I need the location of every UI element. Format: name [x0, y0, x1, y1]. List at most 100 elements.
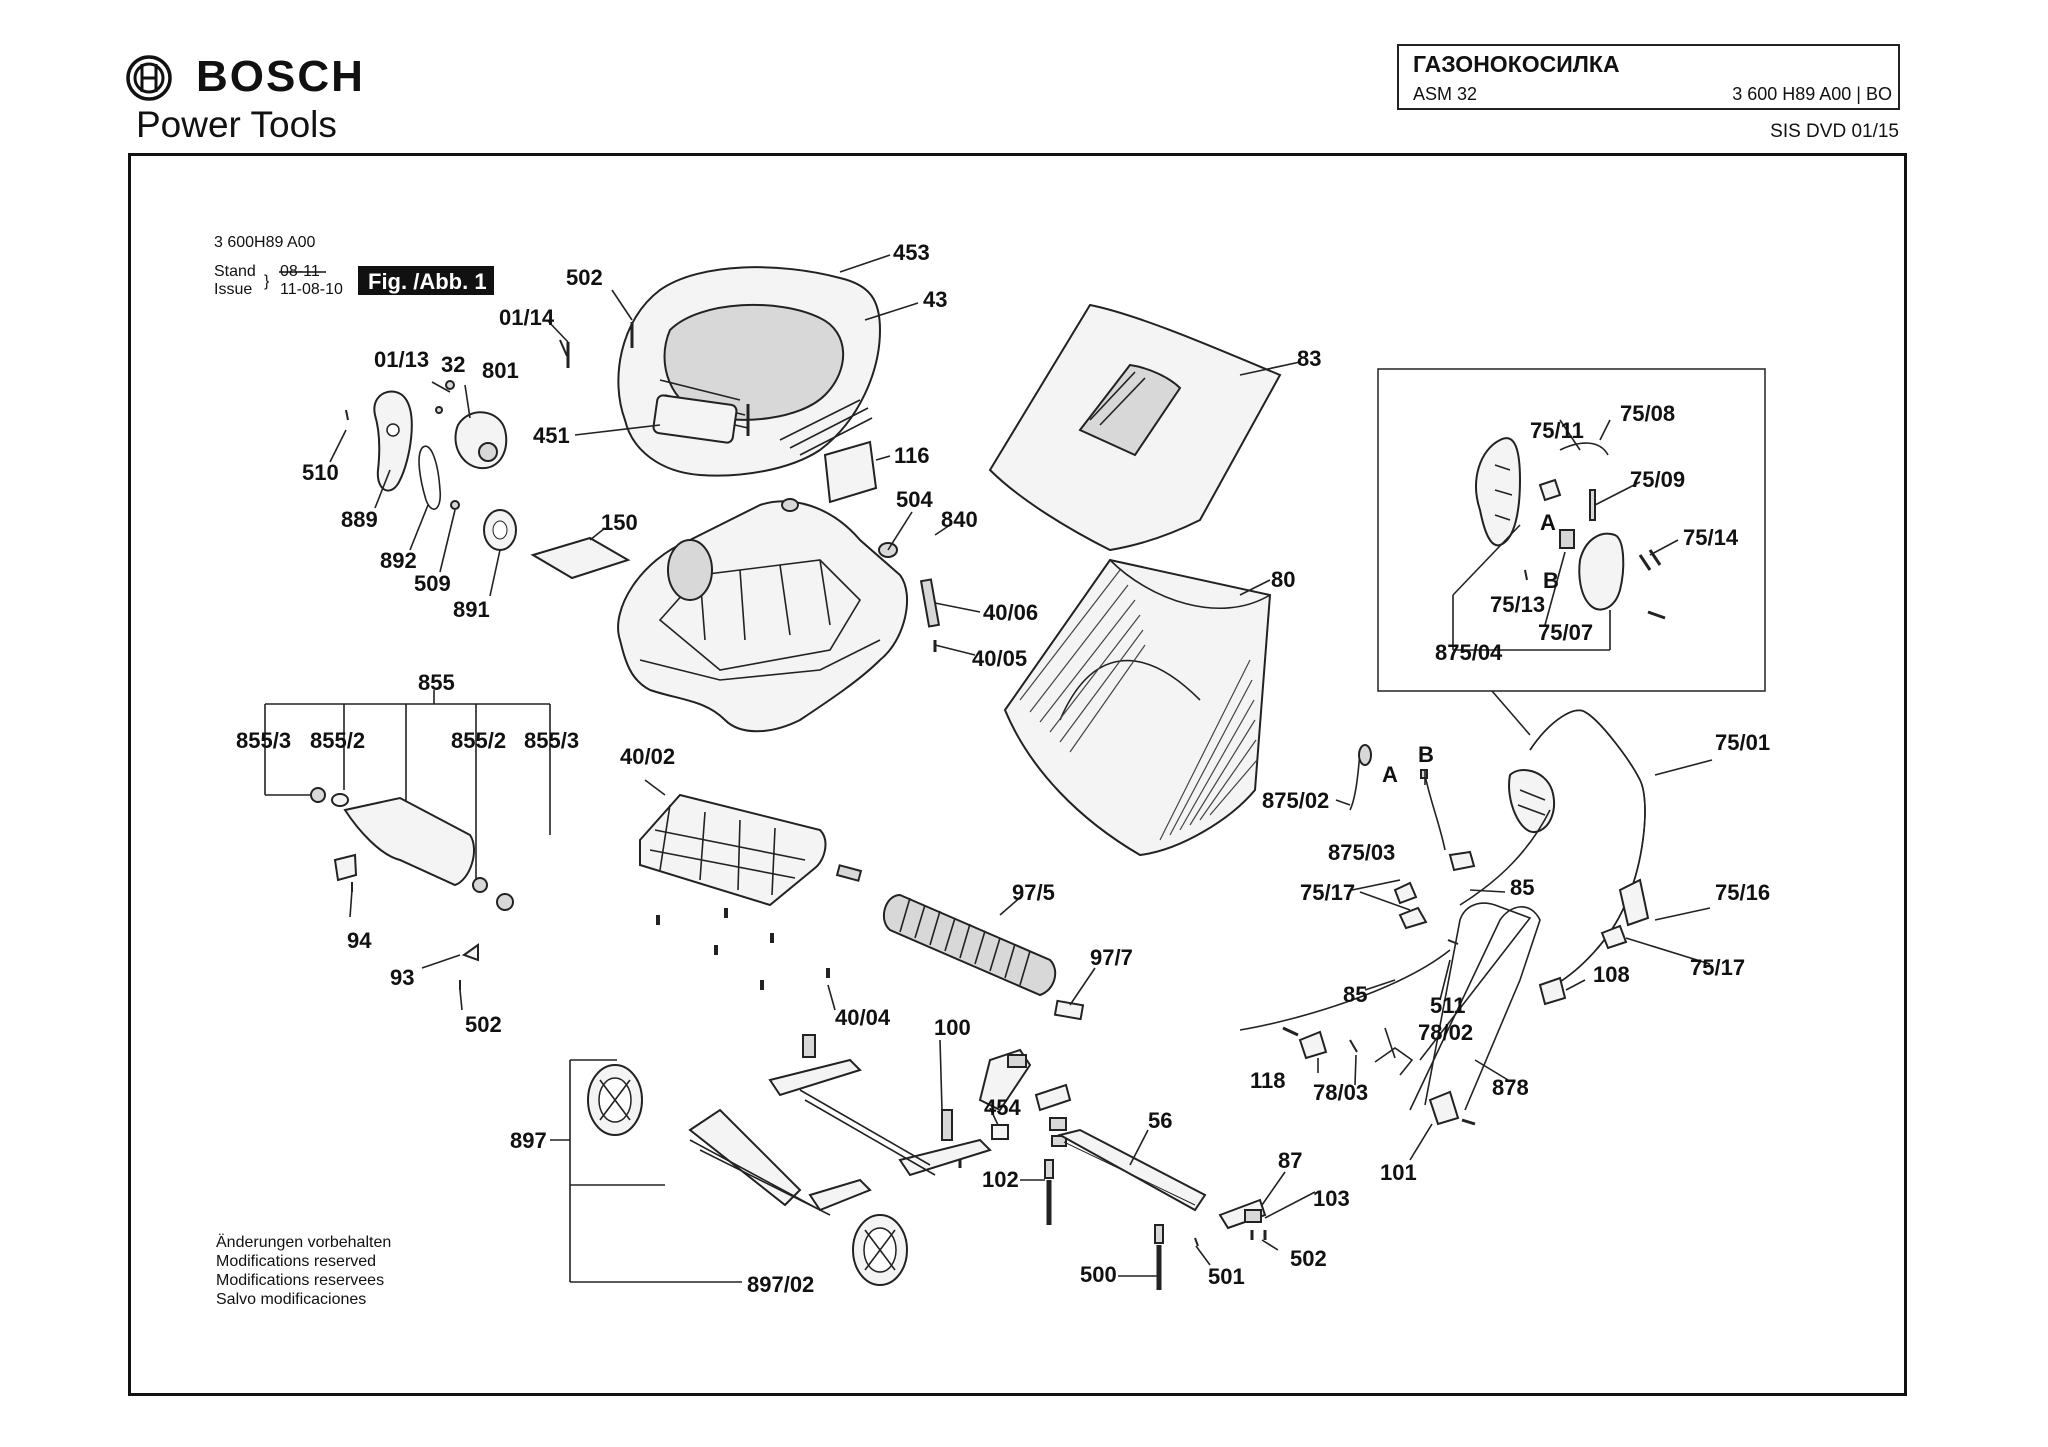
- callout-40-05: 40/05: [972, 646, 1027, 671]
- callout-01-14: 01/14: [499, 305, 555, 330]
- callout-150: 150: [601, 510, 638, 535]
- part-code: 3 600 H89 A00 | BO: [1732, 84, 1892, 104]
- callout-500: 500: [1080, 1262, 1117, 1287]
- drawing-number: 3 600H89 A00: [214, 234, 316, 251]
- grass-basket: [1003, 558, 1272, 857]
- handle-lower: [1409, 902, 1541, 1111]
- mower-housing: [617, 500, 908, 733]
- callout-75-17-left: 75/17: [1300, 880, 1355, 905]
- callout-80: 80: [1271, 567, 1295, 592]
- callout-labels: 453 43 502 01/14 01/13 32 801 451 510 88…: [236, 240, 1770, 1297]
- fig-label: Fig. /Abb. 1: [368, 269, 487, 294]
- bracket-56: [1057, 1128, 1207, 1212]
- callout-454: 454: [984, 1095, 1021, 1120]
- callout-103: 103: [1313, 1186, 1350, 1211]
- callout-855-2-left: 855/2: [310, 728, 365, 753]
- clamp-118: [1298, 1030, 1328, 1060]
- callout-875-03: 875/03: [1328, 840, 1395, 865]
- footer-note-fr: Modifications reservees: [216, 1272, 384, 1289]
- callout-855-3-left: 855/3: [236, 728, 291, 753]
- basket-mesh-right: [1159, 659, 1258, 841]
- title-block: ГАЗОНОКОСИЛКА ASM 32 3 600 H89 A00 | BO: [1397, 44, 1900, 110]
- callout-01-13: 01/13: [374, 347, 429, 372]
- belt-889: [373, 390, 413, 492]
- callout-56: 56: [1148, 1108, 1172, 1133]
- callout-840: 840: [941, 507, 978, 532]
- callout-502-right: 502: [1290, 1246, 1327, 1271]
- callout-855: 855: [418, 670, 455, 695]
- belt-892: [418, 445, 442, 510]
- callout-A-detail: A: [1540, 510, 1556, 535]
- callout-B-detail: B: [1543, 568, 1559, 593]
- switch-housing-left: [1475, 437, 1522, 547]
- issue-label: Issue: [214, 281, 252, 298]
- hinge-87: [1218, 1198, 1267, 1240]
- wheel-bracket-897: [550, 1059, 742, 1283]
- callout-102: 102: [982, 1167, 1019, 1192]
- callout-892: 892: [380, 548, 417, 573]
- callout-40-02: 40/02: [620, 744, 675, 769]
- callout-897: 897: [510, 1128, 547, 1153]
- callout-451: 451: [533, 423, 570, 448]
- diagram-frame: [128, 153, 1907, 1396]
- grass-cover: [988, 303, 1282, 552]
- callout-75-14: 75/14: [1683, 525, 1739, 550]
- handle-upper: [1529, 709, 1646, 986]
- callout-A: A: [1382, 762, 1398, 787]
- footer-notes: Änderungen vorbehalten Modifications res…: [216, 1233, 391, 1308]
- callout-B: B: [1418, 742, 1434, 767]
- callout-75-11: 75/11: [1530, 418, 1584, 443]
- cable-875-02: [1349, 744, 1372, 811]
- callout-94: 94: [347, 928, 372, 953]
- callout-43: 43: [923, 287, 947, 312]
- lever-100: [978, 1048, 1032, 1112]
- callout-85-lower: 85: [1343, 982, 1367, 1007]
- detail-inset: [1377, 368, 1766, 692]
- callout-108: 108: [1593, 962, 1630, 987]
- switch-box-handle: [1508, 769, 1555, 833]
- rear-flap: [343, 796, 475, 887]
- callout-40-04: 40/04: [835, 1005, 891, 1030]
- callout-891: 891: [453, 597, 490, 622]
- callout-502: 502: [566, 265, 603, 290]
- leader-lines: [329, 254, 1713, 1277]
- rear-roller: [882, 893, 1085, 1021]
- filter-116: [823, 440, 878, 504]
- motor-801: [454, 411, 508, 470]
- callout-509: 509: [414, 571, 451, 596]
- callout-75-09: 75/09: [1630, 467, 1685, 492]
- callout-801: 801: [482, 358, 519, 383]
- cap-108: [1538, 976, 1567, 1006]
- callout-501: 501: [1208, 1264, 1245, 1289]
- wheel-rear: [852, 1214, 908, 1286]
- callout-118: 118: [1250, 1068, 1286, 1093]
- callout-875-02: 875/02: [1262, 788, 1329, 813]
- callout-502-lower: 502: [465, 1012, 502, 1037]
- callout-116: 116: [894, 443, 930, 468]
- callout-75-07: 75/07: [1538, 620, 1593, 645]
- pad-150: [530, 536, 631, 580]
- callout-78-03: 78/03: [1313, 1080, 1368, 1105]
- callout-93: 93: [390, 965, 414, 990]
- callout-32: 32: [441, 352, 465, 377]
- callout-40-06: 40/06: [983, 600, 1038, 625]
- callout-87: 87: [1278, 1148, 1302, 1173]
- fig-label-box: [358, 266, 494, 295]
- clip-75-16: [1618, 878, 1650, 927]
- callout-878: 878: [1492, 1075, 1529, 1100]
- brand-subtitle: Power Tools: [136, 104, 337, 145]
- product-title: ГАЗОНОКОСИЛКА: [1413, 51, 1620, 77]
- switch-button: [1538, 478, 1562, 502]
- callout-83: 83: [1297, 346, 1321, 371]
- footer-note-es: Salvo modificaciones: [216, 1291, 366, 1308]
- callout-75-17-right: 75/17: [1690, 955, 1745, 980]
- callout-875-04: 875/04: [1435, 640, 1503, 665]
- footer-note-en: Modifications reserved: [216, 1253, 376, 1270]
- motor-cover: [617, 266, 882, 477]
- knob-101: [1428, 1090, 1460, 1126]
- basket-mesh-left: [1019, 569, 1146, 753]
- callout-75-16: 75/16: [1715, 880, 1770, 905]
- footer-note-de: Änderungen vorbehalten: [216, 1233, 391, 1251]
- callout-453: 453: [893, 240, 930, 265]
